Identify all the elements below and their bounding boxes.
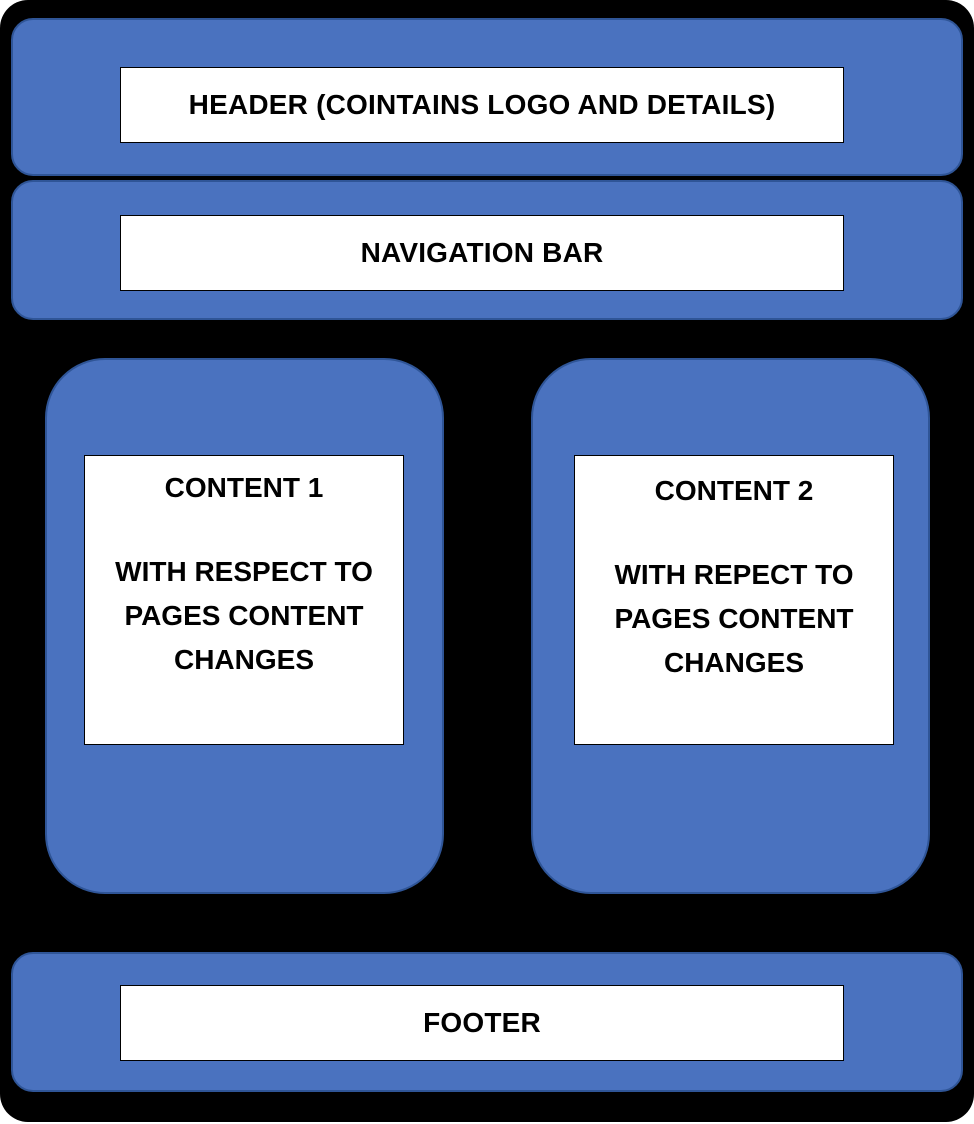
content-1-title: CONTENT 1 <box>164 472 324 503</box>
navigation-box: NAVIGATION BAR <box>120 215 844 291</box>
header-label: HEADER (COINTAINS LOGO AND DETAILS) <box>188 89 776 120</box>
content-1-box: CONTENT 1 WITH RESPECT TO PAGES CONTENT … <box>84 455 404 745</box>
content-2-box: CONTENT 2 WITH REPECT TO PAGES CONTENT C… <box>574 455 894 745</box>
footer-band: FOOTER <box>11 952 963 1092</box>
footer-label: FOOTER <box>423 1007 541 1038</box>
content-1-card: CONTENT 1 WITH RESPECT TO PAGES CONTENT … <box>45 358 444 894</box>
content-2-card: CONTENT 2 WITH REPECT TO PAGES CONTENT C… <box>531 358 930 894</box>
header-box: HEADER (COINTAINS LOGO AND DETAILS) <box>120 67 844 143</box>
header-band: HEADER (COINTAINS LOGO AND DETAILS) <box>11 18 963 176</box>
navigation-band: NAVIGATION BAR <box>11 180 963 320</box>
content-2-body: WITH REPECT TO PAGES CONTENT CHANGES <box>614 559 854 678</box>
footer-box: FOOTER <box>120 985 844 1061</box>
content-2-title: CONTENT 2 <box>654 475 814 506</box>
content-1-body: WITH RESPECT TO PAGES CONTENT CHANGES <box>115 556 373 675</box>
navigation-label: NAVIGATION BAR <box>360 237 604 268</box>
